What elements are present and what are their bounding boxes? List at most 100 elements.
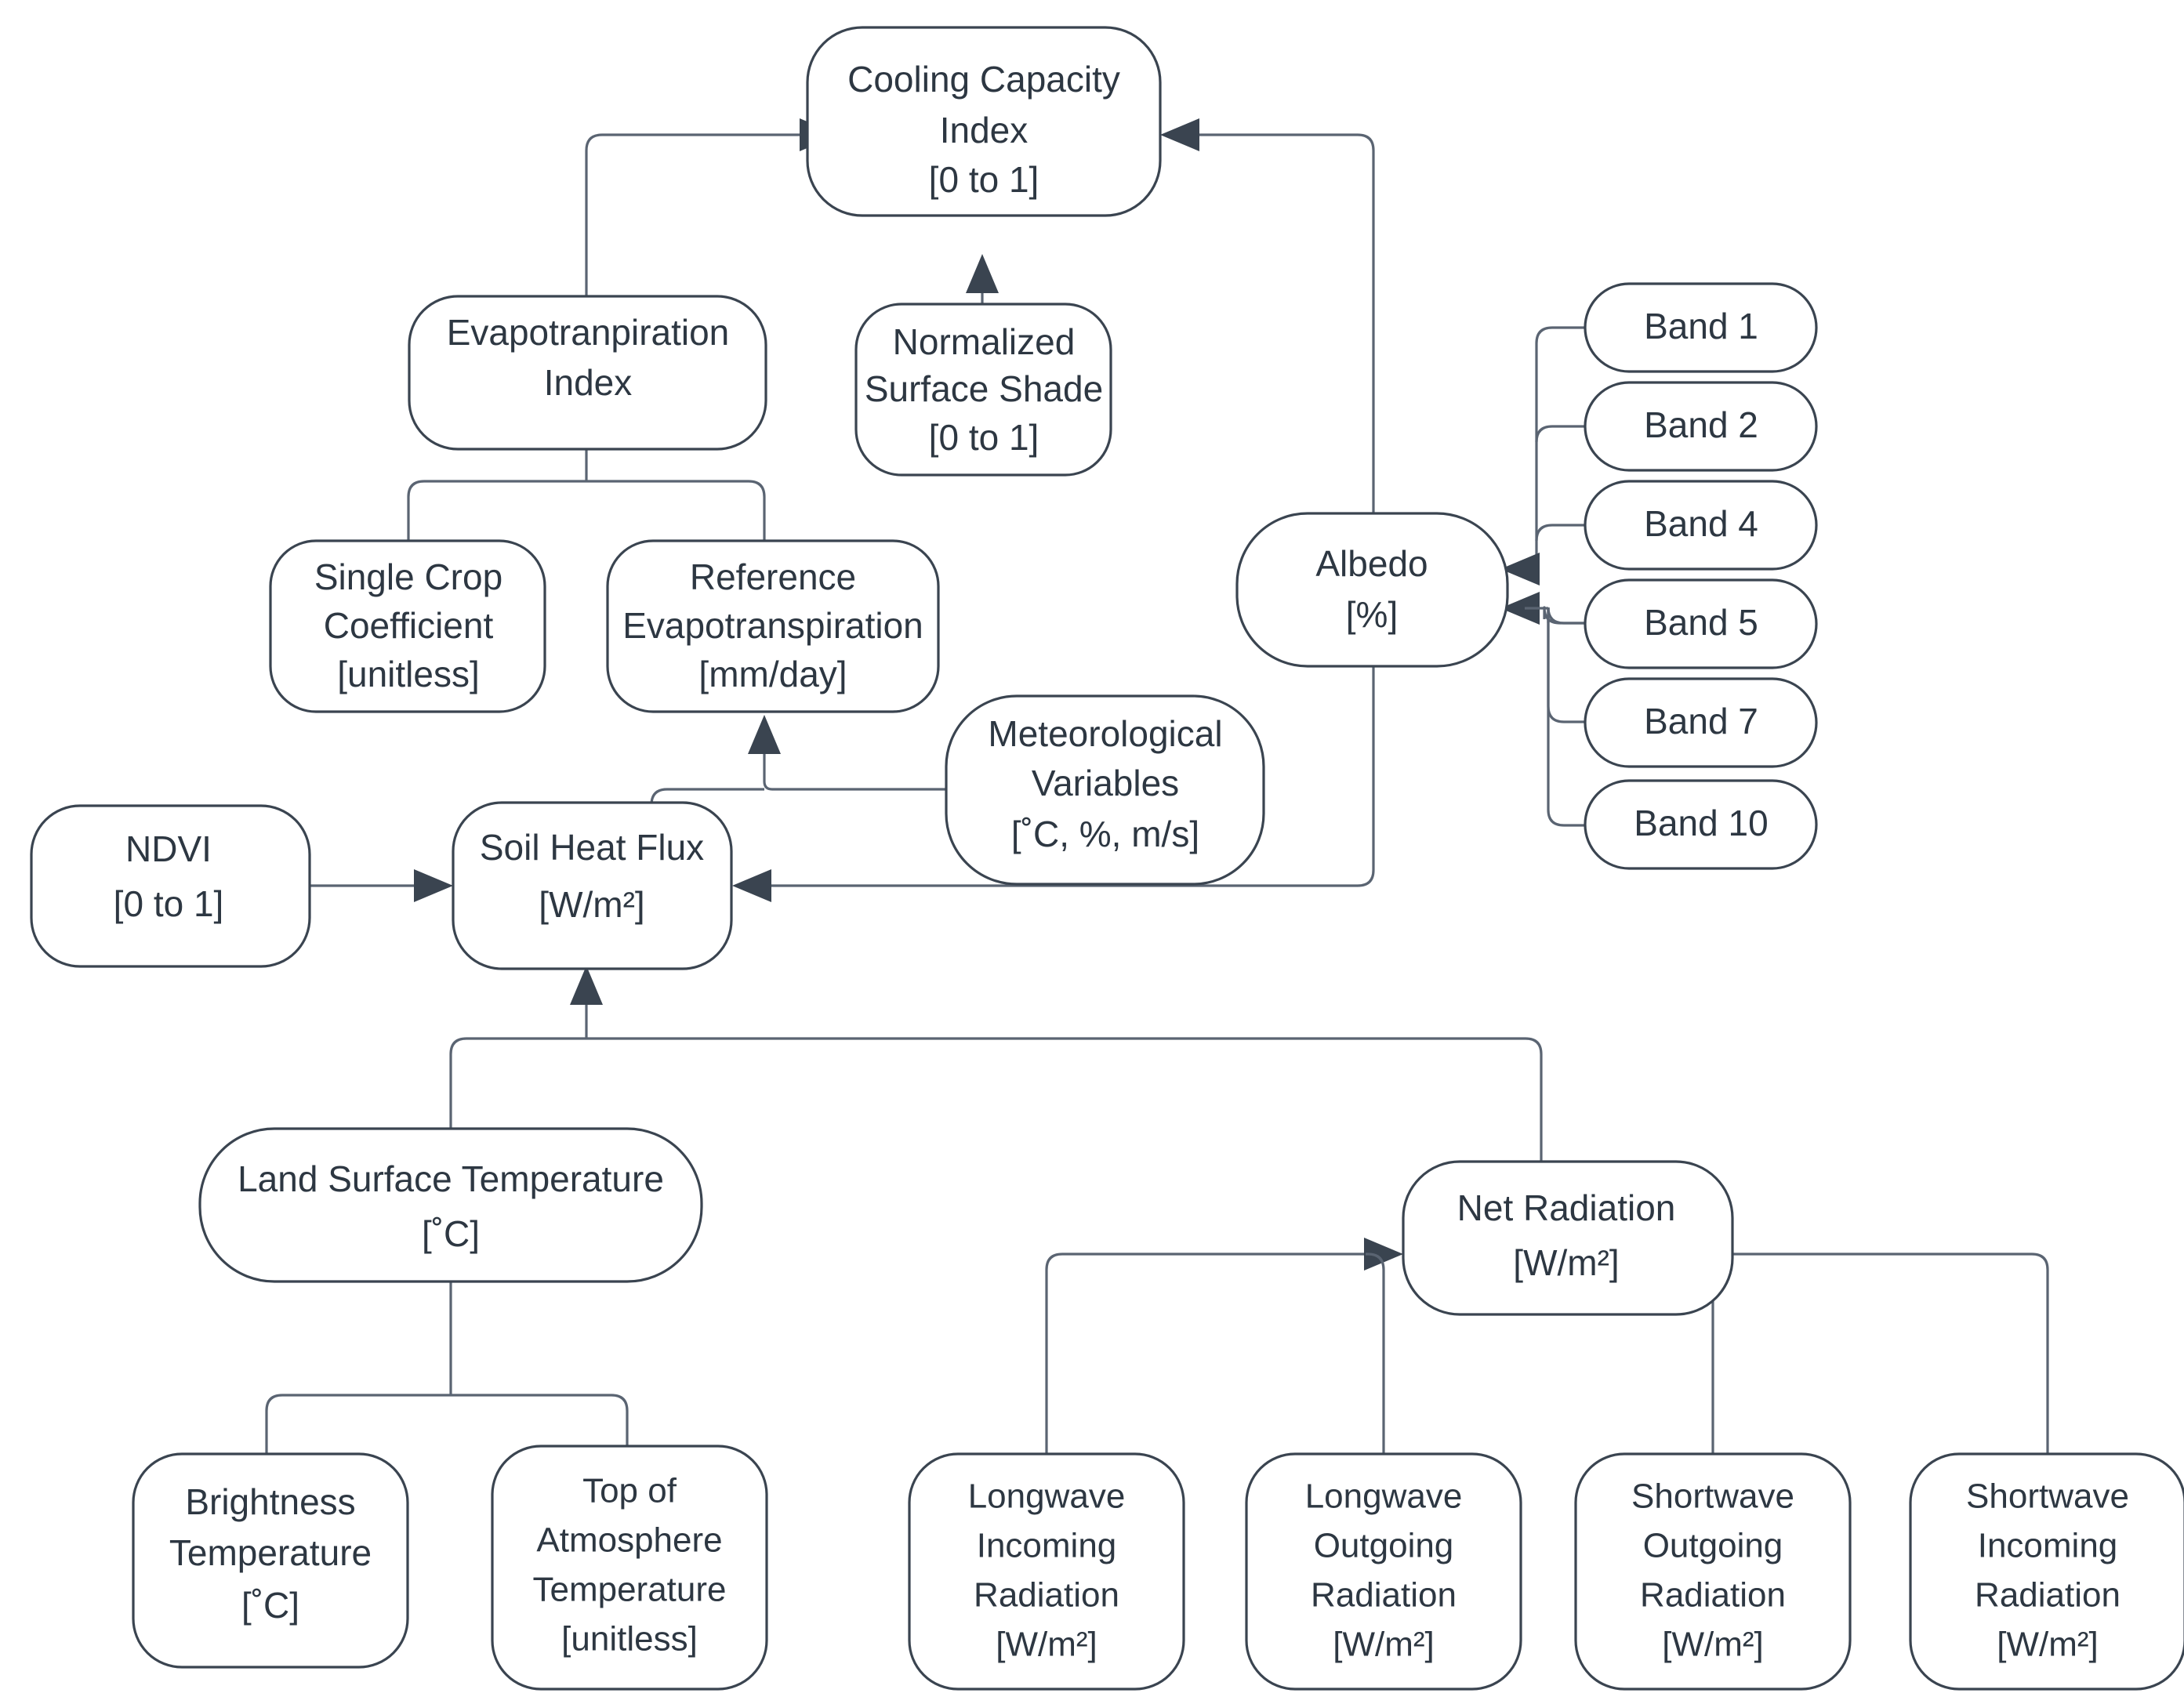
edge-nss-to-cci <box>966 254 999 306</box>
node-text-band-7: Band 7 <box>1644 701 1758 741</box>
node-top-of-atmosphere-temperature[interactable]: Top of Atmosphere Temperature [unitless] <box>491 1445 768 1691</box>
node-net-radiation[interactable]: Net Radiation [W/m²] <box>1402 1160 1734 1316</box>
node-text-net-radiation-line2: [W/m²] <box>1513 1242 1619 1283</box>
node-text-shortwave-incoming-radiation-line2: Incoming <box>1978 1527 2118 1565</box>
edge-layer <box>265 118 2049 1456</box>
node-longwave-outgoing-radiation[interactable]: Longwave Outgoing Radiation [W/m²] <box>1245 1452 1522 1691</box>
node-text-cooling-capacity-index-line2: Index <box>940 110 1029 150</box>
node-text-band-1: Band 1 <box>1644 306 1758 346</box>
node-band-10[interactable]: Band 10 <box>1584 779 1818 870</box>
node-shape-land-surface-temperature <box>198 1127 703 1283</box>
node-land-surface-temperature[interactable]: Land Surface Temperature [˚C] <box>198 1127 703 1283</box>
node-layer: Cooling Capacity Index [0 to 1] Evapotra… <box>30 26 2184 1691</box>
node-text-single-crop-coefficient-line2: Coefficient <box>324 605 494 646</box>
node-text-single-crop-coefficient-line3: [unitless] <box>337 654 480 694</box>
node-text-longwave-outgoing-radiation-line4: [W/m²] <box>1333 1626 1435 1664</box>
node-text-top-of-atmosphere-temperature-line3: Temperature <box>532 1571 726 1609</box>
node-text-shortwave-incoming-radiation-line1: Shortwave <box>1966 1477 2129 1516</box>
edge-lwin-to-nr <box>1045 1238 1403 1456</box>
node-text-top-of-atmosphere-temperature-line2: Atmosphere <box>536 1521 722 1560</box>
node-text-band-10: Band 10 <box>1634 803 1768 843</box>
node-shape-single-crop-coefficient <box>269 539 546 713</box>
edge-bands-a-to-albedo <box>1500 326 1585 585</box>
edge-toa-to-lst <box>451 1394 629 1456</box>
edge-ndvi-to-shf <box>307 869 453 902</box>
edge-lwout-to-nr <box>1366 1253 1385 1456</box>
node-shape-ndvi <box>30 804 311 968</box>
node-text-shortwave-outgoing-radiation-line3: Radiation <box>1640 1576 1786 1615</box>
edge-met-to-ret <box>748 715 946 791</box>
node-shape-net-radiation <box>1402 1160 1734 1316</box>
node-text-evapotranspiration-index-line2: Index <box>544 362 633 403</box>
node-text-land-surface-temperature-line1: Land Surface Temperature <box>238 1158 664 1199</box>
node-evapotranspiration-index[interactable]: Evapotranpiration Index <box>408 295 767 451</box>
node-text-albedo-line1: Albedo <box>1315 543 1428 584</box>
edge-eti-to-cci <box>585 118 839 299</box>
node-band-5[interactable]: Band 5 <box>1584 578 1818 669</box>
node-shortwave-outgoing-radiation[interactable]: Shortwave Outgoing Radiation [W/m²] <box>1574 1452 1852 1691</box>
node-soil-heat-flux[interactable]: Soil Heat Flux [W/m²] <box>452 801 733 970</box>
node-text-longwave-incoming-radiation-line1: Longwave <box>968 1477 1126 1516</box>
node-shape-albedo <box>1235 512 1509 668</box>
node-text-longwave-outgoing-radiation-line1: Longwave <box>1305 1477 1463 1516</box>
node-shape-normalized-surface-shade <box>854 303 1112 477</box>
node-shape-reference-evapotranspiration <box>606 539 940 713</box>
node-text-meteorological-variables-line2: Variables <box>1032 763 1179 803</box>
node-shortwave-incoming-radiation[interactable]: Shortwave Incoming Radiation [W/m²] <box>1909 1452 2184 1691</box>
node-text-longwave-outgoing-radiation-line3: Radiation <box>1311 1576 1457 1615</box>
node-text-reference-evapotranspiration-line1: Reference <box>690 556 856 597</box>
node-text-band-4: Band 4 <box>1644 503 1758 544</box>
node-band-2[interactable]: Band 2 <box>1584 381 1818 472</box>
node-text-meteorological-variables-line1: Meteorological <box>988 713 1222 754</box>
node-shape-longwave-outgoing-radiation <box>1245 1452 1522 1691</box>
node-brightness-temperature[interactable]: Brightness Temperature [˚C] <box>132 1452 409 1669</box>
node-text-normalized-surface-shade-line2: Surface Shade <box>865 368 1103 409</box>
edge-albedo-to-shf <box>732 665 1375 902</box>
node-cooling-capacity-index[interactable]: Cooling Capacity Index [0 to 1] <box>806 26 1162 217</box>
edge-swin-to-nr <box>1731 1253 2049 1456</box>
node-text-normalized-surface-shade-line3: [0 to 1] <box>929 417 1039 458</box>
node-text-brightness-temperature-line3: [˚C] <box>241 1585 299 1626</box>
node-text-ndvi-line2: [0 to 1] <box>114 883 224 924</box>
node-ndvi[interactable]: NDVI [0 to 1] <box>30 804 311 968</box>
node-text-longwave-incoming-radiation-line2: Incoming <box>977 1527 1117 1565</box>
node-shape-band-7 <box>1584 677 1818 768</box>
node-normalized-surface-shade[interactable]: Normalized Surface Shade [0 to 1] <box>854 303 1112 477</box>
node-text-top-of-atmosphere-temperature-line4: [unitless] <box>561 1620 698 1659</box>
node-reference-evapotranspiration[interactable]: Reference Evapotranspiration [mm/day] <box>606 539 940 713</box>
node-band-7[interactable]: Band 7 <box>1584 677 1818 768</box>
node-shape-top-of-atmosphere-temperature <box>491 1445 768 1691</box>
node-shape-brightness-temperature <box>132 1452 409 1669</box>
edge-nr-to-shf <box>586 1037 1543 1173</box>
node-shape-shortwave-incoming-radiation <box>1909 1452 2184 1691</box>
node-single-crop-coefficient[interactable]: Single Crop Coefficient [unitless] <box>269 539 546 713</box>
edge-ret-to-eti <box>586 480 766 547</box>
node-text-band-5: Band 5 <box>1644 602 1758 643</box>
node-shape-shortwave-outgoing-radiation <box>1574 1452 1852 1691</box>
node-text-shortwave-incoming-radiation-line4: [W/m²] <box>1997 1626 2099 1664</box>
node-text-single-crop-coefficient-line1: Single Crop <box>314 556 502 597</box>
node-meteorological-variables[interactable]: Meteorological Variables [˚C, %, m/s] <box>945 694 1265 886</box>
node-longwave-incoming-radiation[interactable]: Longwave Incoming Radiation [W/m²] <box>908 1452 1185 1691</box>
node-text-reference-evapotranspiration-line3: [mm/day] <box>698 654 847 694</box>
node-text-shortwave-outgoing-radiation-line1: Shortwave <box>1631 1477 1794 1516</box>
node-shape-band-1 <box>1584 282 1818 373</box>
edge-albedo-to-cci <box>1160 118 1375 549</box>
node-band-1[interactable]: Band 1 <box>1584 282 1818 373</box>
edge-lst-to-shf <box>449 966 603 1140</box>
node-text-albedo-line2: [%] <box>1346 594 1398 635</box>
node-shape-longwave-incoming-radiation <box>908 1452 1185 1691</box>
node-shape-meteorological-variables <box>945 694 1265 886</box>
node-text-shortwave-outgoing-radiation-line2: Outgoing <box>1643 1527 1783 1565</box>
node-text-shortwave-outgoing-radiation-line4: [W/m²] <box>1662 1626 1764 1664</box>
node-text-band-2: Band 2 <box>1644 404 1758 445</box>
node-text-longwave-incoming-radiation-line3: Radiation <box>974 1576 1119 1615</box>
node-text-brightness-temperature-line1: Brightness <box>185 1481 355 1522</box>
node-band-4[interactable]: Band 4 <box>1584 480 1818 571</box>
edge-bands-b-to-albedo <box>1500 592 1585 827</box>
node-albedo[interactable]: Albedo [%] <box>1235 512 1509 668</box>
node-text-ndvi-line1: NDVI <box>125 828 212 869</box>
node-text-longwave-incoming-radiation-line4: [W/m²] <box>996 1626 1097 1664</box>
node-text-meteorological-variables-line3: [˚C, %, m/s] <box>1011 814 1199 854</box>
